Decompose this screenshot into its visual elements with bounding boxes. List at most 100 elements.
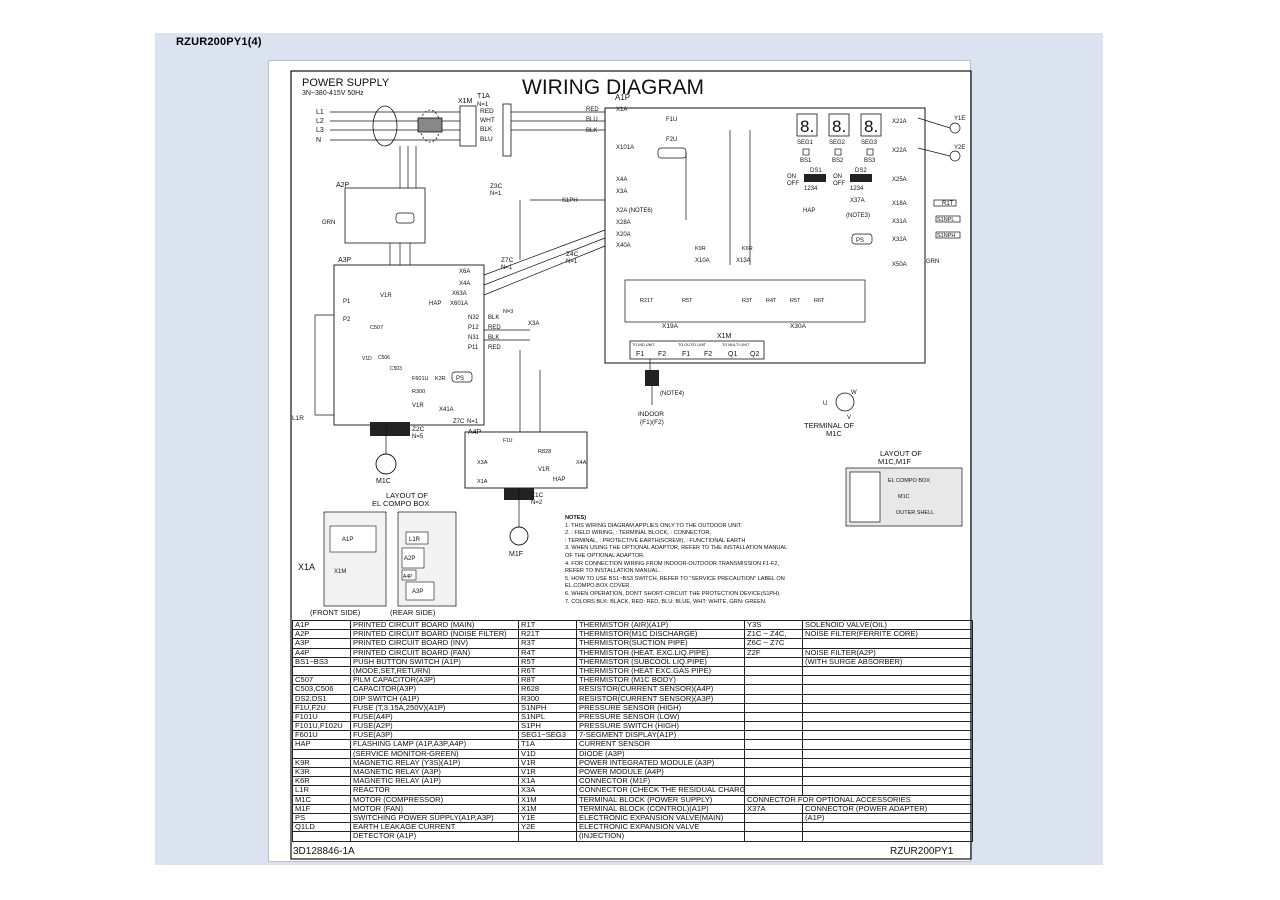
z4c-n-label: N=1 bbox=[566, 259, 578, 265]
therm-r21t: R21T bbox=[640, 298, 654, 304]
p2-label: P2 bbox=[343, 317, 351, 323]
a2p-filter bbox=[395, 212, 415, 224]
seg3-digit: 8. bbox=[864, 117, 878, 136]
legend-cell: R6T bbox=[518, 665, 577, 677]
conn-x32a: X32A bbox=[892, 237, 907, 243]
legend-cell: DS2,DS1 bbox=[292, 693, 351, 704]
hap-a4p-label: HAP bbox=[553, 477, 565, 483]
right-connectors: X21A X22A X25A X18A X31A X32A X50A bbox=[892, 119, 907, 268]
legend-cell bbox=[802, 702, 973, 713]
doc-code: 3D128846-1A bbox=[293, 846, 355, 857]
l1r-label: L1R bbox=[292, 415, 304, 422]
legend-cell bbox=[744, 656, 803, 667]
legend-cell: V1R bbox=[518, 757, 577, 769]
p12-label: P12 bbox=[468, 325, 479, 331]
power-supply-spec: 3N~380-415V 50Hz bbox=[302, 90, 364, 97]
legend-cell: F101U bbox=[292, 711, 351, 723]
terminal-m1c-label: TERMINAL OF bbox=[804, 421, 855, 430]
legend-cell: R21T bbox=[518, 629, 577, 640]
x30a-label: X30A bbox=[790, 323, 807, 330]
legend-cell: CONNECTOR FOR OPTIONAL ACCESSORIES bbox=[744, 794, 973, 805]
legend-cell: MAGNETIC RELAY (Y3S)(A1P) bbox=[350, 757, 519, 769]
supply-lines bbox=[330, 105, 460, 147]
note-line: 1. THIS WIRING DIAGRAM APPLIES ONLY TO T… bbox=[565, 522, 743, 529]
legend-cell: K9R bbox=[292, 757, 351, 769]
power-supply-title: POWER SUPPLY bbox=[302, 77, 390, 89]
ds2-off-label: OFF bbox=[833, 181, 845, 187]
seg2-digit: 8. bbox=[832, 117, 846, 136]
therm-r6t: R6T bbox=[814, 298, 825, 304]
ds2-switch bbox=[850, 174, 872, 182]
legend-cell bbox=[744, 766, 803, 778]
legend-cell bbox=[744, 730, 803, 741]
wiring-lines bbox=[314, 111, 751, 527]
legend-cell: THERMISTOR (HEAT. EXC.LIQ.PIPE) bbox=[576, 647, 745, 658]
indoor-label: INDOOR bbox=[638, 411, 664, 418]
legend-cell bbox=[744, 702, 803, 713]
conn-x50a: X50A bbox=[892, 262, 907, 268]
n32-label: N32 bbox=[468, 315, 480, 321]
legend-cell: Q1LD bbox=[292, 822, 351, 833]
c507-label: C507 bbox=[370, 325, 383, 331]
m1c-label: M1C bbox=[376, 478, 391, 485]
hap-a3p-label: HAP bbox=[429, 301, 441, 307]
front-a1p bbox=[329, 525, 377, 553]
legend-cell: S1NPL bbox=[518, 711, 577, 723]
legend-cell: Y1E bbox=[518, 812, 577, 824]
conn-x4a-a3p: X4A bbox=[459, 281, 470, 287]
p11-label: P11 bbox=[468, 345, 479, 351]
wire-blk: BLK bbox=[480, 126, 493, 133]
legend-cell bbox=[518, 831, 577, 842]
rear-a2p bbox=[401, 547, 425, 569]
legend-cell: R628 bbox=[518, 684, 577, 695]
therm-r3t: R3T bbox=[742, 298, 753, 304]
conn-x28a: X28A bbox=[616, 220, 631, 226]
legend-cell bbox=[802, 766, 973, 778]
rear-a2p-label: A2P bbox=[404, 556, 415, 562]
a3p-label: A3P bbox=[338, 257, 352, 264]
m1f-label: M1F bbox=[509, 551, 523, 558]
terminal-u: U bbox=[823, 401, 827, 407]
x1m-control-terminal bbox=[629, 340, 765, 360]
term-f1b: F1 bbox=[682, 351, 690, 358]
bs2-label: BS2 bbox=[832, 158, 844, 164]
p12-red: RED bbox=[488, 325, 501, 331]
legend-cell: Z2F bbox=[744, 647, 803, 658]
legend-cell bbox=[744, 822, 803, 833]
wire-blu: BLU bbox=[480, 136, 493, 143]
legend-cell: TERMINAL BLOCK (POWER SUPPLY) bbox=[576, 794, 745, 805]
legend-cell: THERMISTOR(M1C DISCHARGE) bbox=[576, 629, 745, 640]
legend-cell: (INJECTION) bbox=[576, 831, 745, 842]
y1e-label: Y1E bbox=[954, 116, 965, 122]
to-out-label: TO OUT/D UNIT bbox=[678, 343, 707, 347]
legend-cell: S1PH bbox=[518, 721, 577, 732]
ds1-off-label: OFF bbox=[787, 181, 799, 187]
layout-m1c-inner bbox=[849, 471, 881, 523]
s1ph-label: S1PH bbox=[562, 198, 578, 204]
legend-cell: BS1~BS3 bbox=[292, 656, 351, 667]
seg3-label: SEG3 bbox=[861, 140, 878, 146]
thermistor-area bbox=[624, 279, 866, 323]
a4p-label: A4P bbox=[468, 429, 482, 436]
legend-cell bbox=[802, 776, 973, 787]
z4c-label: Z4C bbox=[566, 251, 579, 258]
legend-row: DETECTOR (A1P)(INJECTION) bbox=[292, 831, 973, 842]
legend-cell: R4T bbox=[518, 647, 577, 658]
a1p-blu: BLU bbox=[586, 117, 598, 123]
t1a-sensor bbox=[502, 103, 512, 157]
v1d-label: V1D bbox=[362, 356, 372, 362]
x101a-label: X101A bbox=[616, 145, 634, 151]
term-f2b: F2 bbox=[704, 351, 712, 358]
wire-red: RED bbox=[480, 108, 494, 115]
front-x1m-label: X1M bbox=[334, 569, 346, 575]
grn-a1p-label: GRN bbox=[926, 259, 939, 265]
t1a-label: T1A bbox=[477, 93, 490, 100]
